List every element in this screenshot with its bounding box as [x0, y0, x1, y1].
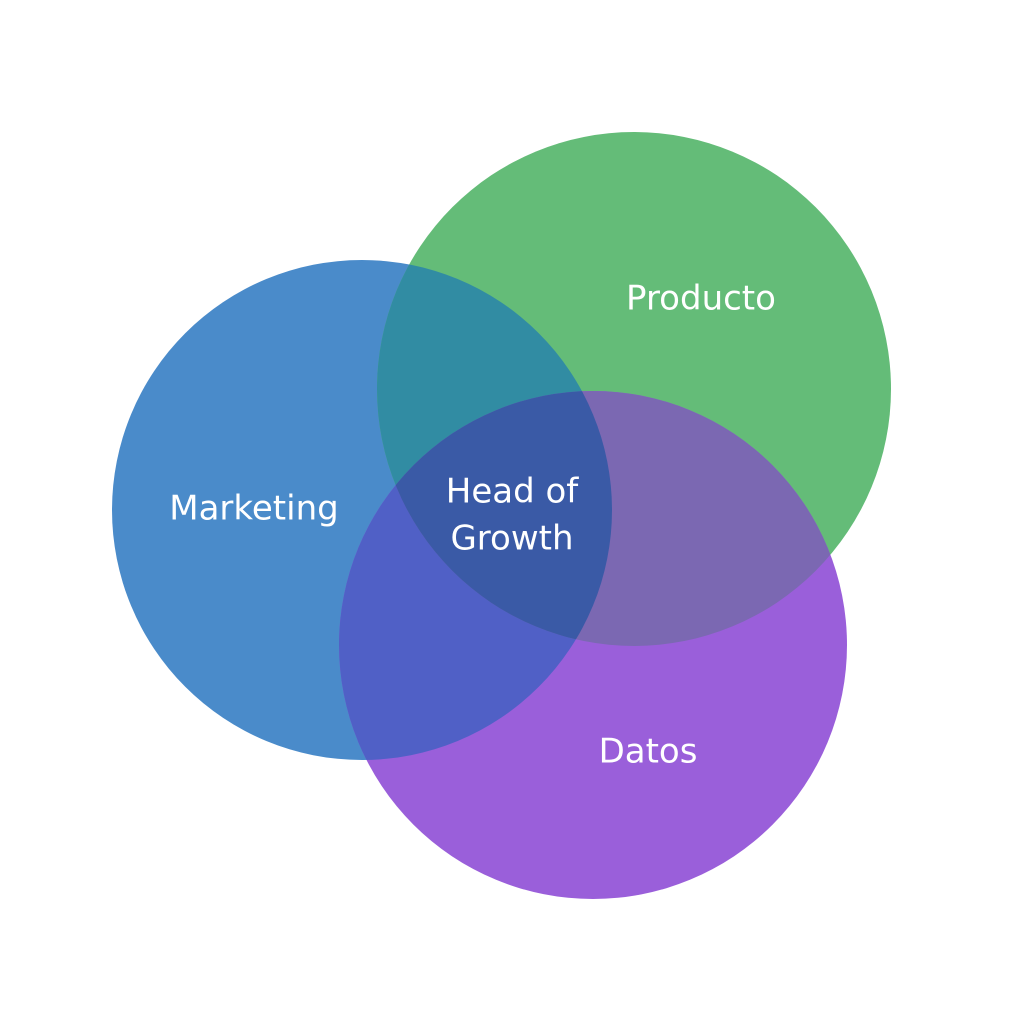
label-producto: Producto [626, 279, 776, 319]
label-marketing: Marketing [169, 489, 338, 529]
label-intersection-line1: Head of [446, 472, 580, 512]
label-datos: Datos [599, 732, 698, 772]
label-intersection-line2: Growth [450, 519, 573, 559]
